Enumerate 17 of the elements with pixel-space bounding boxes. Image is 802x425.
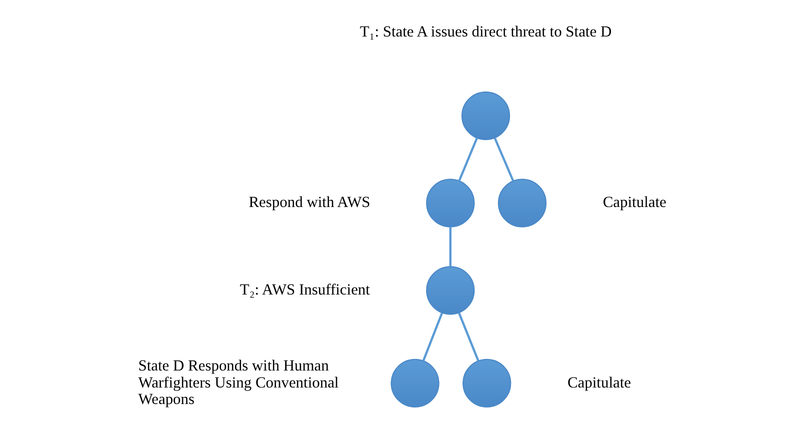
node-label: Respond with AWS (248, 194, 370, 212)
node-label: T₁: State A issues direct threat to State D (359, 23, 612, 40)
connector (493, 138, 514, 182)
node-circle (426, 178, 474, 228)
connector (448, 227, 451, 266)
node-label: Capitulate (602, 194, 666, 212)
node-circle (497, 178, 546, 228)
connector (422, 312, 443, 362)
node-label: State D Responds with Human Warfighters Using Conventional Weapons (138, 358, 338, 408)
node-circle (390, 358, 439, 408)
node-circle (426, 266, 474, 315)
node-circle (460, 92, 510, 140)
node-label: Capitulate (567, 374, 631, 392)
connector (458, 312, 479, 362)
connector (458, 138, 478, 182)
node-label: T₂: AWS Insufficient (239, 281, 370, 298)
node-circle (462, 358, 511, 408)
